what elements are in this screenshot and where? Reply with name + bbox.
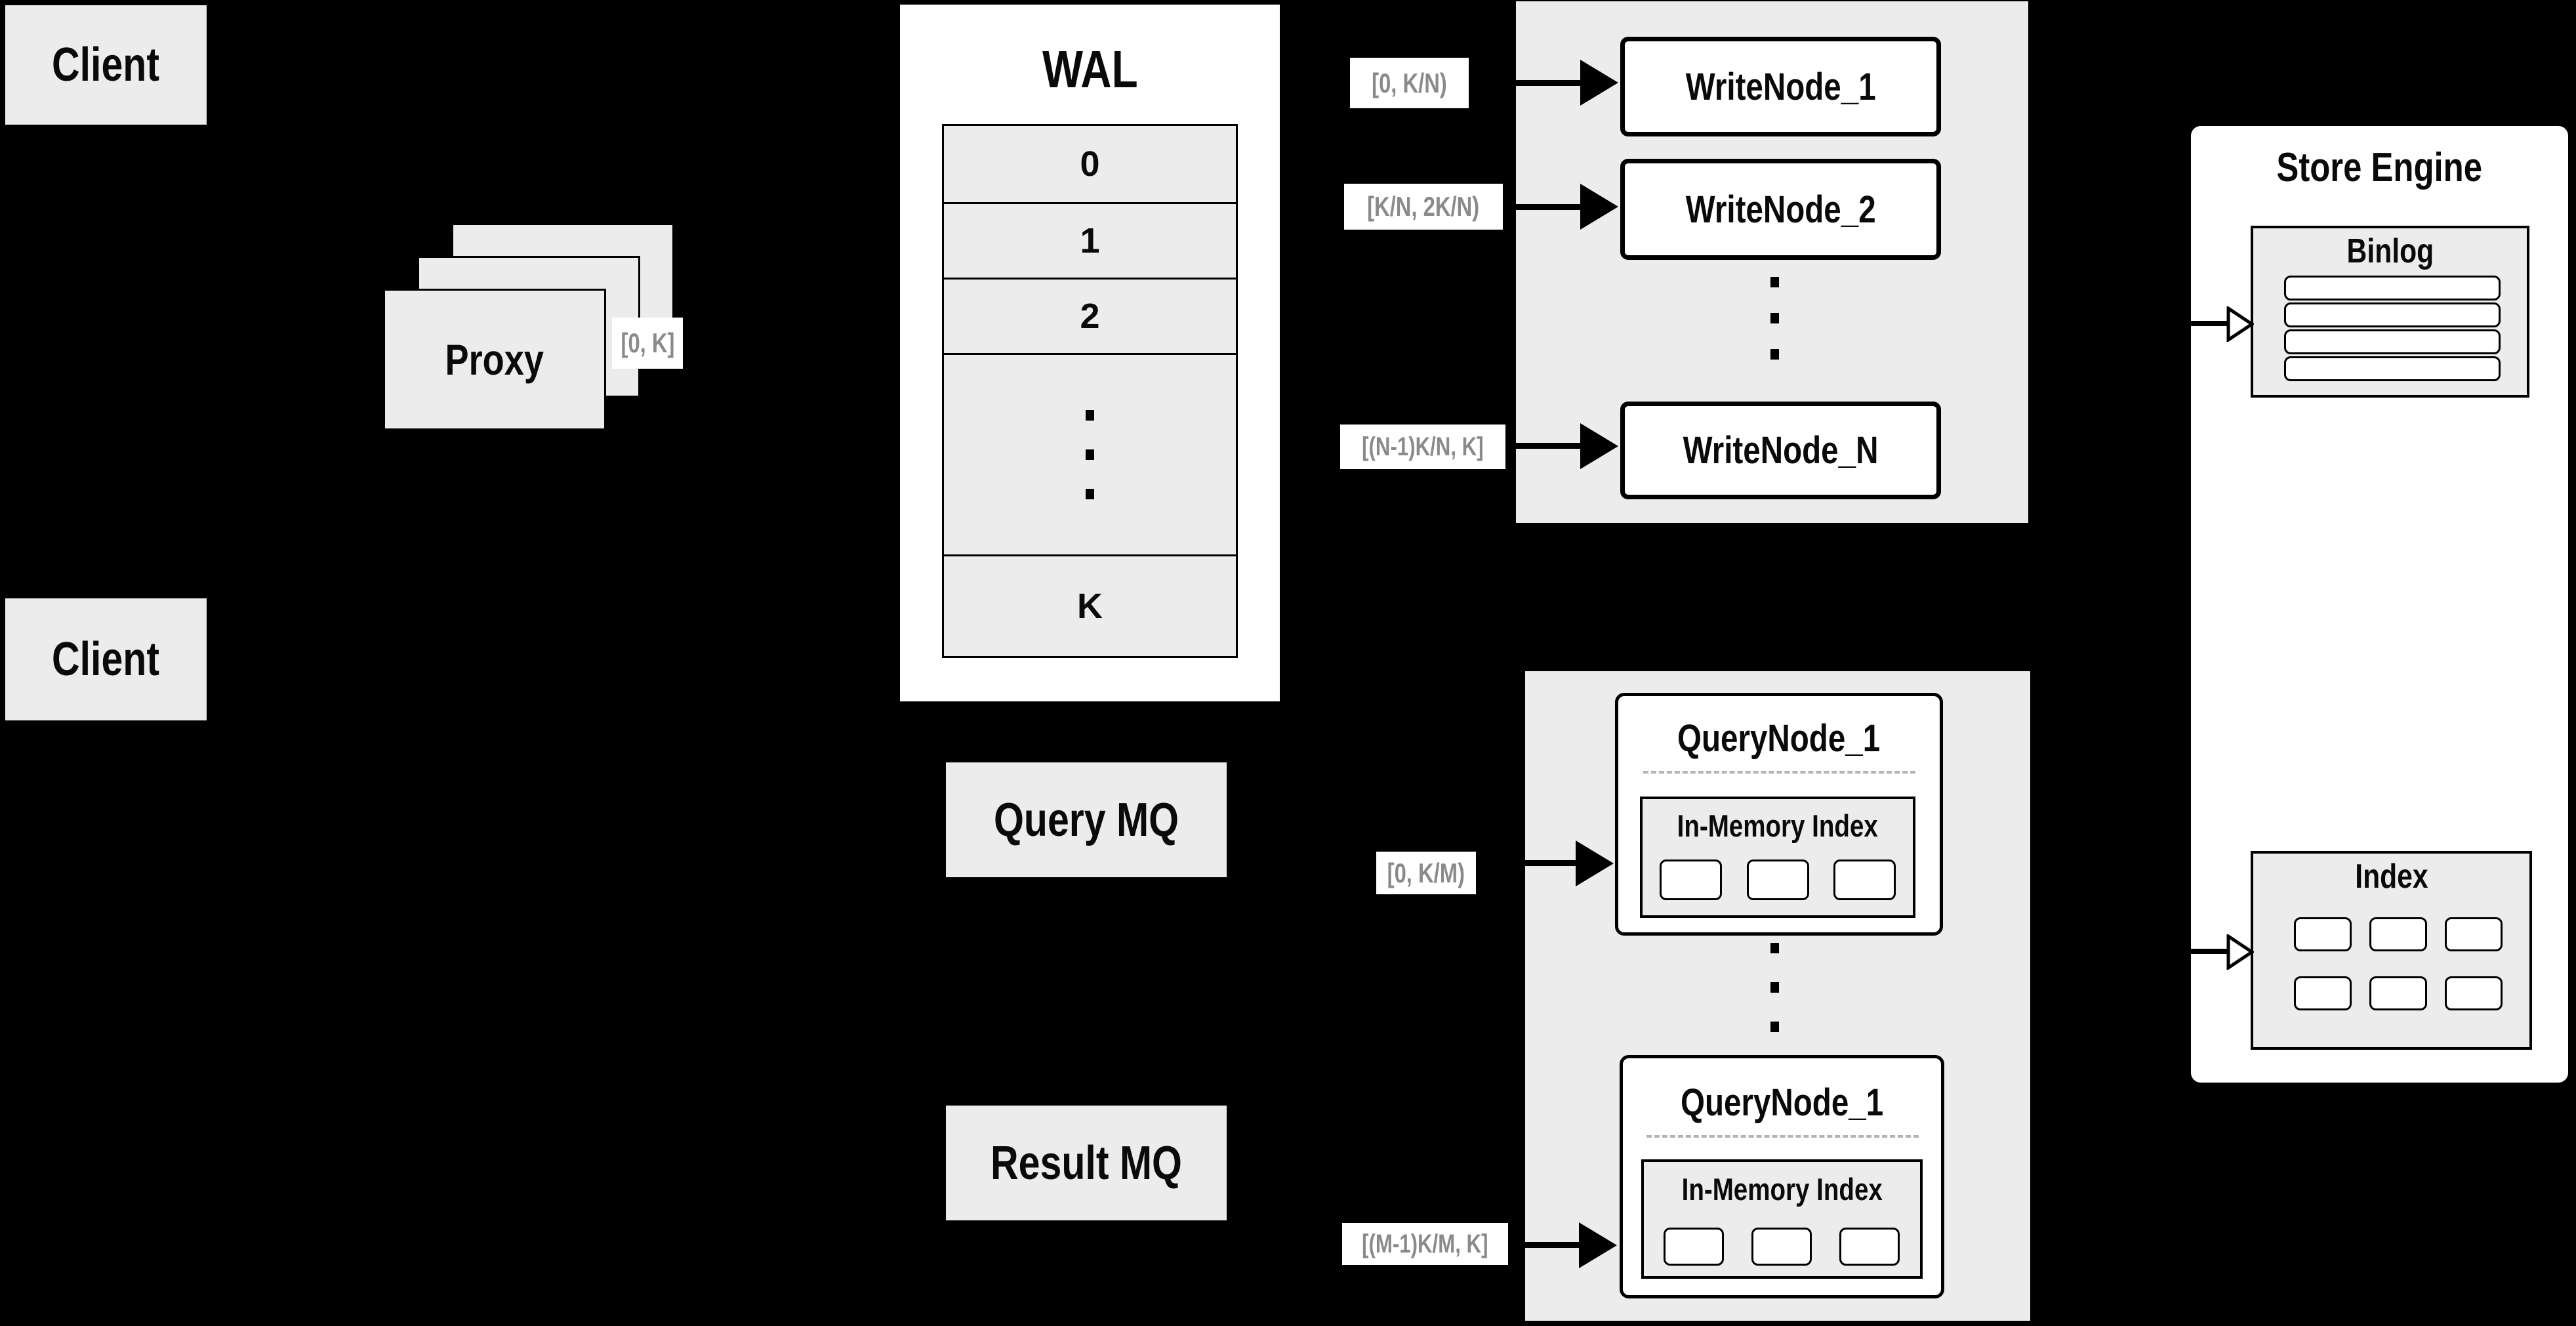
arrow-line-binlog <box>2190 321 2228 326</box>
wal-row-1: 1 <box>944 204 1236 280</box>
vertical-ellipsis-icon <box>1086 410 1094 499</box>
query-mq-box: Query MQ <box>946 762 1227 877</box>
wal-row-k: K <box>944 556 1236 656</box>
memory-slot <box>1746 860 1809 900</box>
index-slot <box>2445 976 2503 1010</box>
proxy-label: Proxy <box>445 335 544 384</box>
index-title: Index <box>2354 858 2428 896</box>
vertical-ellipsis-icon <box>1770 277 1779 360</box>
memory-slot <box>1664 1228 1724 1266</box>
binlog-slots <box>2284 276 2501 381</box>
binlog-slot <box>2284 276 2501 300</box>
index-slot <box>2369 917 2427 951</box>
in-memory-index-bottom-slots <box>1664 1228 1900 1266</box>
arrow-line-write-1 <box>1473 80 1580 86</box>
open-arrow-right-icon <box>2226 934 2254 970</box>
query-node-top-title: QueryNode_1 <box>1677 716 1881 760</box>
binlog-slot <box>2284 329 2501 354</box>
index-slot <box>2369 976 2427 1010</box>
arrow-right-icon <box>1580 184 1618 230</box>
proxy-box: Proxy <box>383 289 606 430</box>
memory-slot <box>1751 1228 1812 1266</box>
index-slots <box>2294 917 2503 1010</box>
arrow-right-icon <box>1579 1222 1617 1268</box>
arrow-right-icon <box>1580 423 1618 469</box>
in-memory-index-top-slots <box>1660 860 1896 900</box>
binlog-slot <box>2284 356 2501 381</box>
range-label-query-m: [(M-1)K/M, K] <box>1342 1223 1508 1265</box>
arrow-line-query-1 <box>1479 860 1576 866</box>
client-bottom-label: Client <box>52 633 160 686</box>
wal-segment-table: 0 1 2 K <box>942 124 1238 658</box>
client-top-label: Client <box>52 39 160 91</box>
arrow-right-icon <box>1576 840 1614 886</box>
memory-slot <box>1839 1228 1900 1266</box>
range-label-query-1: [0, K/M) <box>1376 852 1476 894</box>
result-mq-box: Result MQ <box>946 1106 1227 1220</box>
wal-row-0: 0 <box>944 126 1236 204</box>
range-label-write-n: [(N-1)K/N, K] <box>1340 425 1505 469</box>
arrow-line-write-2 <box>1505 204 1580 210</box>
store-engine-title: Store Engine <box>2276 144 2483 190</box>
wal-title: WAL <box>1042 39 1138 98</box>
index-slot <box>2294 976 2352 1010</box>
dashed-divider <box>1646 1135 1919 1138</box>
arrow-right-icon <box>1580 60 1618 106</box>
write-node-1: WriteNode_1 <box>1620 37 1941 136</box>
arrow-line-query-m <box>1510 1242 1579 1248</box>
index-slot <box>2445 917 2503 951</box>
range-label-write-2: [K/N, 2K/N) <box>1344 184 1503 230</box>
range-label-proxy-out: [0, K] <box>612 318 683 369</box>
query-node-bottom-title: QueryNode_1 <box>1680 1081 1884 1124</box>
open-arrow-right-icon <box>2226 306 2254 342</box>
index-slot <box>2294 917 2352 951</box>
binlog-slot <box>2284 302 2501 327</box>
arrow-line-write-n <box>1508 443 1580 449</box>
wal-row-2: 2 <box>944 280 1236 355</box>
range-label-write-1: [0, K/N) <box>1350 58 1469 108</box>
write-node-n: WriteNode_N <box>1620 402 1941 499</box>
in-memory-index-top-title: In-Memory Index <box>1677 808 1879 843</box>
dashed-divider <box>1643 771 1915 774</box>
memory-slot <box>1833 860 1896 900</box>
in-memory-index-bottom-title: In-Memory Index <box>1681 1171 1883 1207</box>
wal-row-ellipsis <box>944 355 1236 556</box>
arrow-line-index <box>2190 949 2228 954</box>
client-bottom-box: Client <box>5 598 207 720</box>
client-top-box: Client <box>5 5 207 125</box>
write-node-2: WriteNode_2 <box>1620 159 1941 260</box>
binlog-title: Binlog <box>2346 232 2434 270</box>
memory-slot <box>1660 860 1722 900</box>
vertical-ellipsis-icon <box>1770 943 1779 1032</box>
